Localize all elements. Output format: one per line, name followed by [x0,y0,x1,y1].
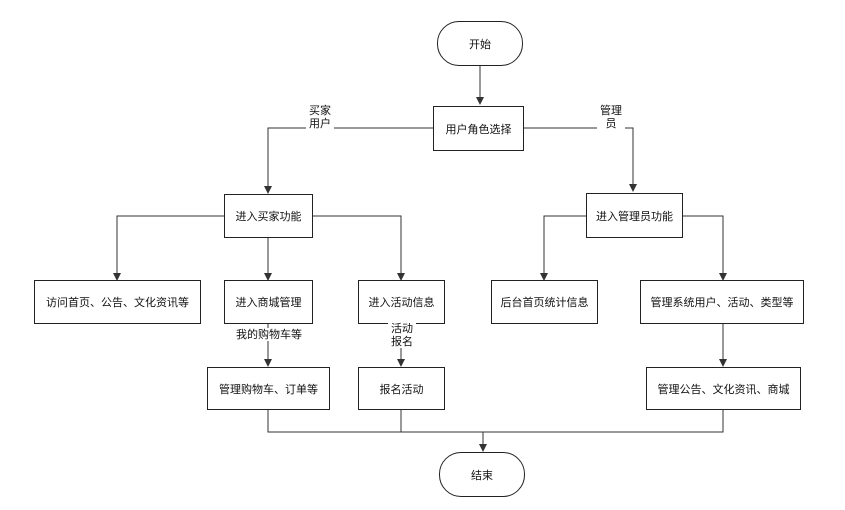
edge-cart-merge [267,410,724,433]
cart-manage-node: 管理购物车、订单等 [207,367,330,410]
visit-home-node: 访问首页、公告、文化资讯等 [34,280,201,324]
mall-management-node: 进入商城管理 [224,280,313,324]
edge-role-buyer [264,127,433,194]
edge-buyer-visit [113,215,268,281]
role-select-node: 用户角色选择 [433,106,524,151]
admin-stats-node: 后台首页统计信息 [491,280,598,324]
cart-edge-label: 我的购物车等 [232,328,306,341]
edge-role-admin [524,127,637,192]
admin-edge-label: 管理 员 [597,104,625,130]
admin-function-node: 进入管理员功能 [586,193,683,238]
buyer-function-node: 进入买家功能 [224,194,313,238]
buyer-edge-label: 买家 用户 [306,104,334,130]
start-node: 开始 [437,21,523,66]
manage-content-node: 管理公告、文化资讯、商城 [646,367,801,410]
signup-activity-node: 报名活动 [358,367,445,410]
signup-edge-label: 活动 报名 [388,322,416,348]
manage-system-node: 管理系统用户、活动、类型等 [640,280,804,324]
end-node: 结束 [439,452,525,497]
activity-info-node: 进入活动信息 [358,280,445,324]
